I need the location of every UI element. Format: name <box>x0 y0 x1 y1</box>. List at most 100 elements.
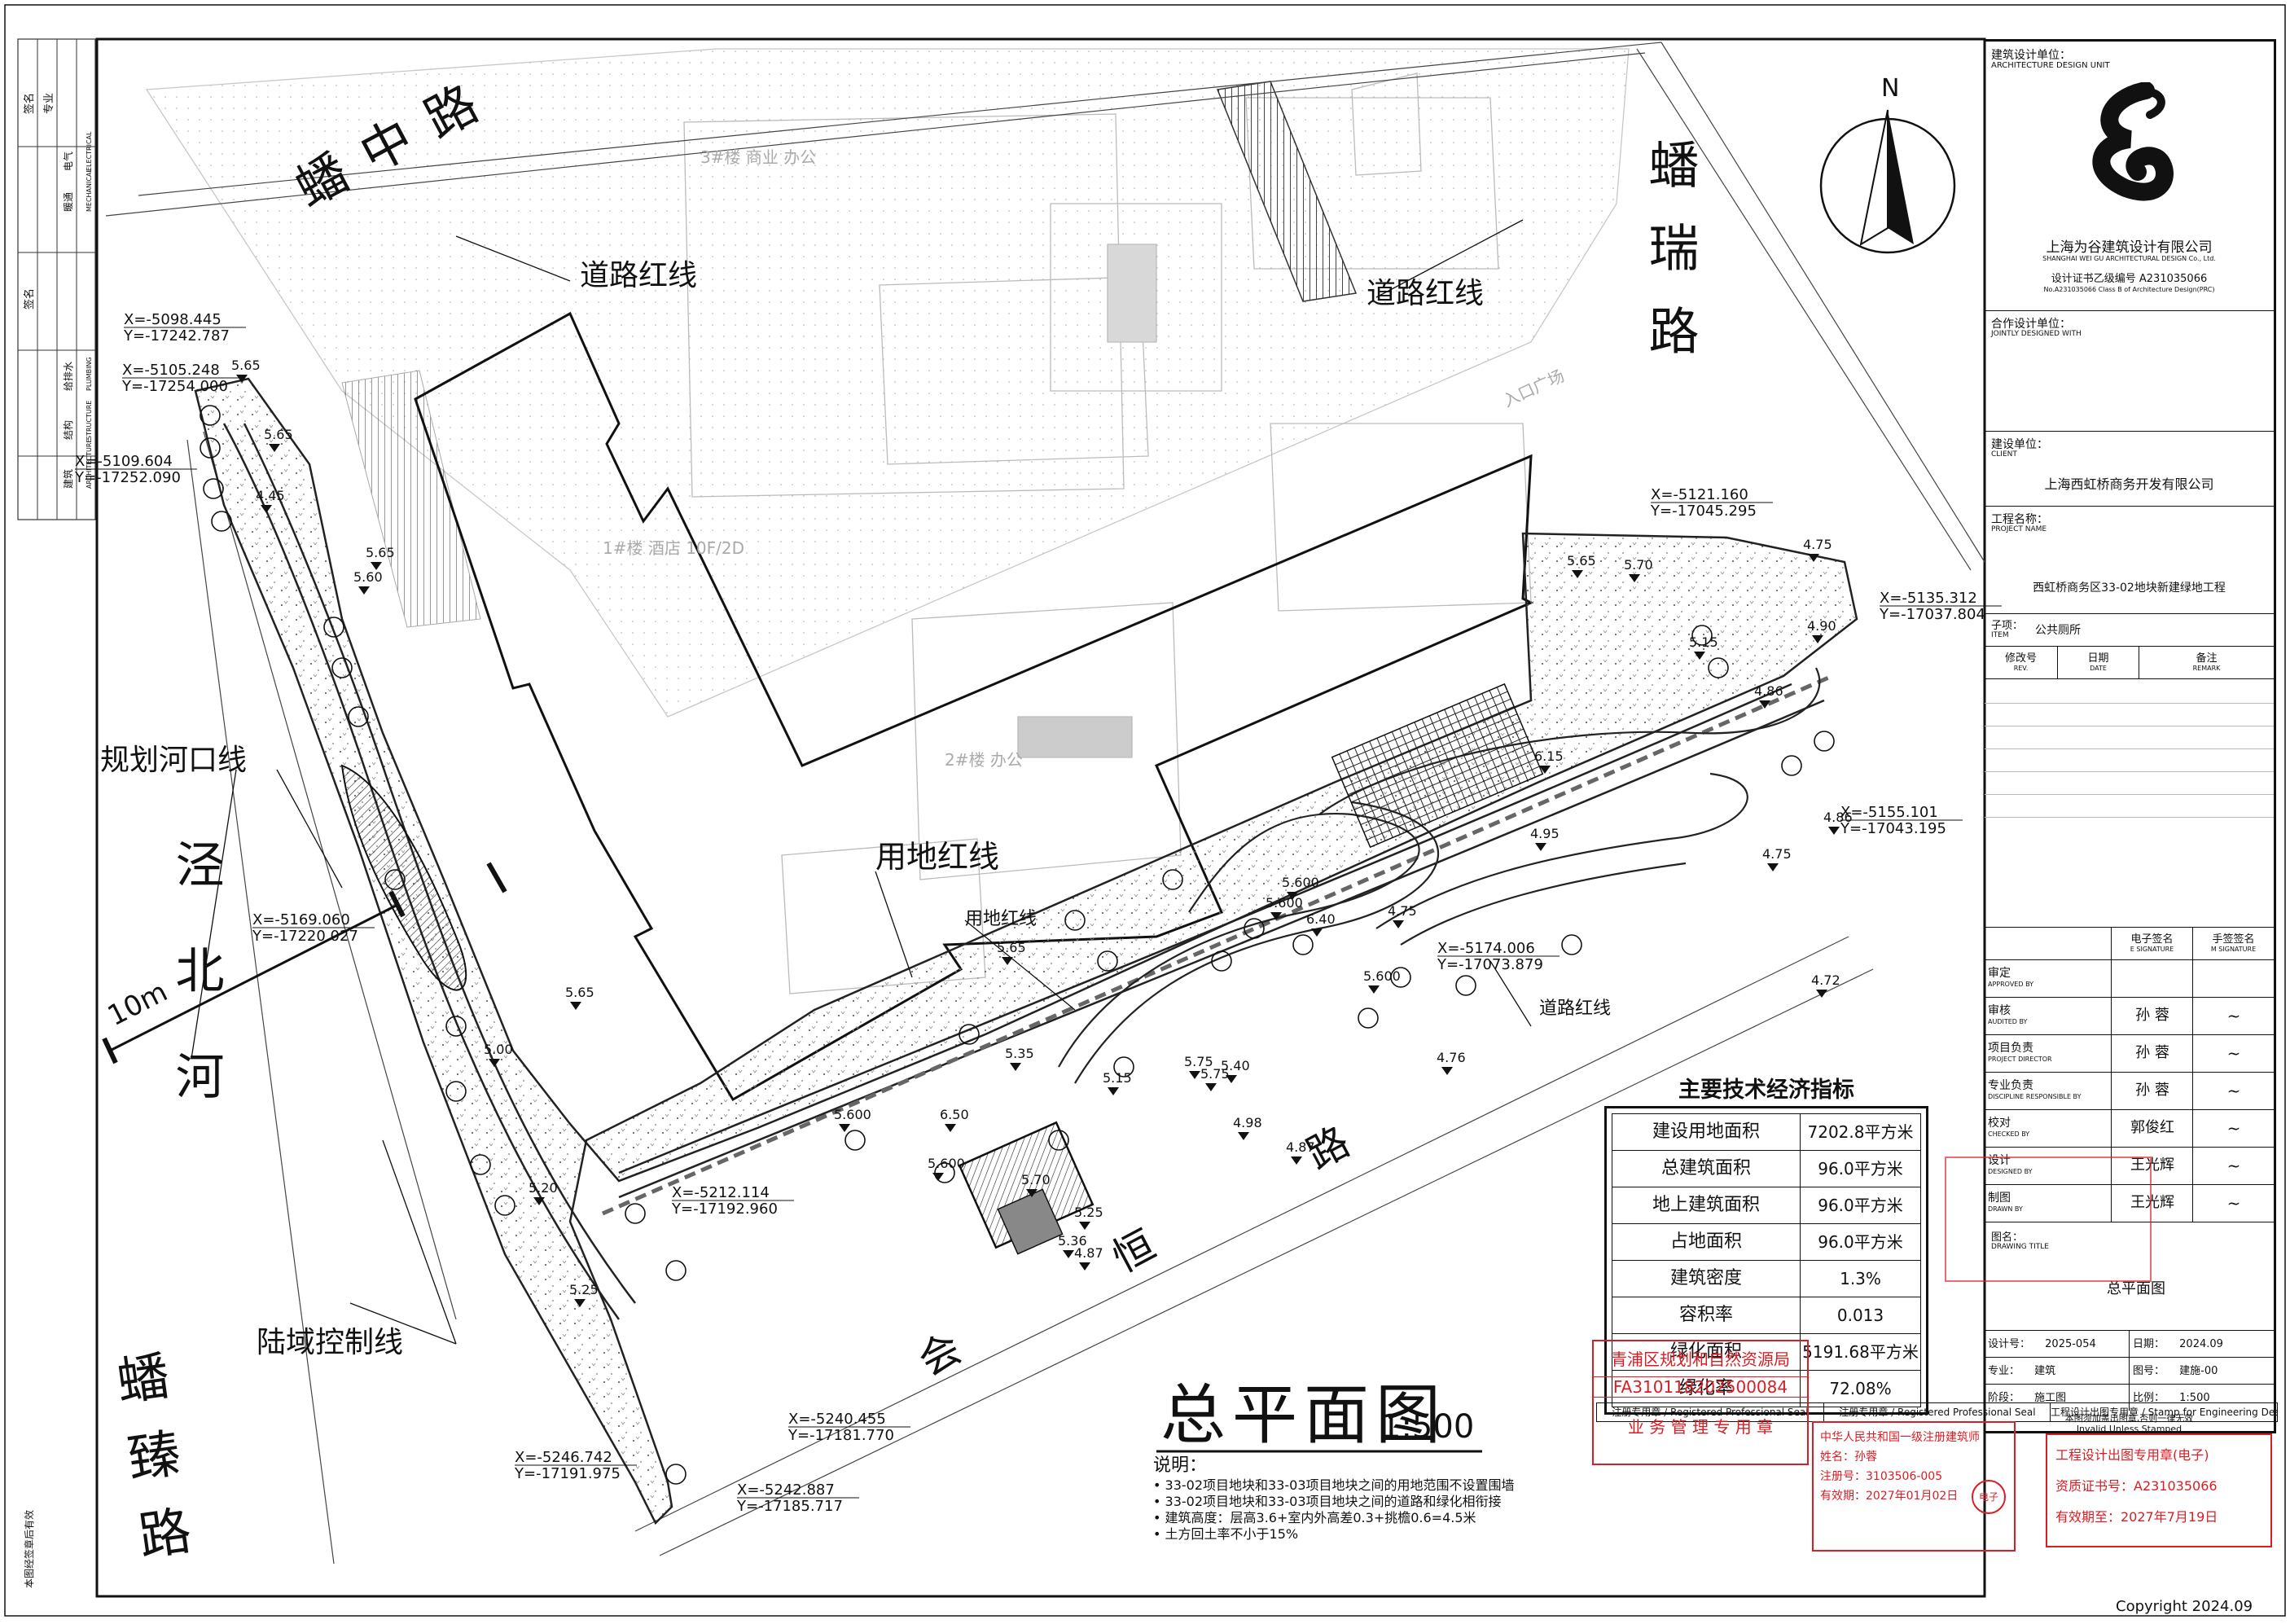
design-unit-section: 建筑设计单位： ARCHITECTURE DESIGN UNIT 上海为谷建筑设… <box>1985 42 2274 311</box>
elevation-triangle <box>945 1124 956 1132</box>
strip-specialty-label: 专业 <box>43 93 55 114</box>
role-name: 王光辉 <box>2111 1184 2193 1222</box>
elevation-triangle <box>574 1299 586 1307</box>
bureau-stamp: 青浦区规划和自然资源局 FA310118202500084 业 务 管 理 专 … <box>1592 1340 1809 1465</box>
elevation-value: 4.86 <box>1823 810 1853 825</box>
strip-specialty: 暖通 <box>63 192 74 212</box>
hand-signature: ~ <box>2192 997 2275 1034</box>
project-section: 工程名称： PROJECT NAME 西虹桥商务区33-02地块新建绿地工程 <box>1985 506 2274 614</box>
hand-signature: ~ <box>2192 1147 2275 1184</box>
elevation-triangle <box>489 1059 500 1067</box>
info-cell: 专业： 建筑 <box>1985 1357 2130 1384</box>
elevation-triangle <box>1816 990 1827 998</box>
revision-line <box>1985 703 2274 704</box>
river-width-marker <box>102 862 507 1064</box>
drawing-scale: 1:500 <box>1380 1408 1474 1446</box>
coord-x: X=-5109.604 <box>75 453 173 470</box>
elevation-triangle <box>1291 1157 1302 1165</box>
elevation-triangle <box>1694 652 1705 660</box>
coord-y: Y=-17045.295 <box>1650 503 1757 520</box>
coord-y: Y=-17191.975 <box>514 1465 621 1482</box>
building-outlines <box>414 311 1534 1102</box>
drawing-title-block: 总平面图 1:500 <box>1156 1377 1482 1453</box>
elevation-value: 5.65 <box>264 427 293 442</box>
tree <box>959 1024 980 1045</box>
elevation-value: 5.75 <box>1184 1054 1213 1069</box>
note-item: • 土方回土率不小于15% <box>1153 1526 1299 1542</box>
indicator-table-title: 主要技术经济指标 <box>1678 1078 1854 1103</box>
strip-signature-label: 签名 <box>23 93 36 114</box>
elevation-value: 5.75 <box>1200 1066 1230 1082</box>
client-en: CLIENT <box>1991 450 2017 459</box>
coord-y: Y=-17181.770 <box>787 1427 894 1444</box>
elevation-value: 5.20 <box>529 1180 558 1196</box>
tree <box>1048 1130 1069 1151</box>
invalid-en: Invalid Unless Stamped <box>2076 1424 2183 1434</box>
faded-red-stamp <box>1945 1157 2152 1282</box>
cert-number-en: No.A231035066 Class B of Architecture De… <box>2043 286 2215 293</box>
coord-y: Y=-17037.804 <box>1879 606 1985 623</box>
note-item: • 建筑高度：层高3.6+室内外高差0.3+挑檐0.6=4.5米 <box>1153 1510 1476 1525</box>
tree <box>1064 910 1086 931</box>
coord-x: X=-5098.445 <box>124 311 222 328</box>
info-cell: 设计号： 2025-054 <box>1985 1330 2130 1357</box>
tree <box>200 405 221 426</box>
role-name: 孙 蓉 <box>2111 1034 2193 1072</box>
elevation-value: 5.15 <box>1103 1070 1132 1086</box>
elevation-value: 4.87 <box>1074 1245 1103 1261</box>
coord-x: X=-5135.312 <box>1880 590 1977 607</box>
elevation-markers: 5.655.655.604.455.655.005.205.255.655.60… <box>231 358 1853 1307</box>
coord-y: Y=-17220.027 <box>252 928 358 945</box>
tree <box>445 1016 467 1037</box>
coord-x: X=-5212.114 <box>672 1184 770 1201</box>
client-name: 上海西虹桥商务开发有限公司 <box>2044 476 2214 492</box>
elevation-value: 4.72 <box>1811 972 1840 988</box>
tree <box>1390 967 1411 988</box>
elevation-triangle <box>1002 957 1013 965</box>
tree <box>665 1260 687 1281</box>
coord-x: X=-5246.742 <box>515 1449 612 1466</box>
elevation-value: 5.25 <box>1074 1205 1103 1220</box>
elevation-value: 4.98 <box>1233 1115 1262 1130</box>
elevation-value: 5.600 <box>928 1156 965 1171</box>
indicator-name: 绿化面积 <box>1612 1334 1801 1370</box>
design-unit-en: ARCHITECTURE DESIGN UNIT <box>1991 61 2110 70</box>
project-name: 西虹桥商务区33-02地块新建绿地工程 <box>2033 582 2226 595</box>
site-redline-label-small: 用地红线 <box>965 909 1037 929</box>
client-section: 建设单位： CLIENT 上海西虹桥商务开发有限公司 <box>1985 431 2274 507</box>
elevation-value: 5.65 <box>997 940 1026 955</box>
tree <box>200 437 221 459</box>
tree <box>470 1154 491 1175</box>
context-buildings <box>145 48 1630 994</box>
elevation-value: 6.40 <box>1306 911 1336 927</box>
striped-roof <box>1216 81 1358 302</box>
strip-specialty-en: ELECTRICAL <box>86 131 93 171</box>
strip-specialty-en: MECHANICAL <box>86 169 93 212</box>
drawing-title-en: DRAWING TITLE <box>1991 1243 2049 1251</box>
company-logo <box>2092 82 2174 201</box>
indicator-value: 96.0平方米 <box>1818 1232 1903 1252</box>
elevation-triangle <box>1828 827 1840 835</box>
coordinate-labels: X=-5098.445Y=-17242.787X=-5105.248Y=-172… <box>74 311 2002 1515</box>
north-arrow: N <box>1819 74 1956 254</box>
office-label: 2#楼 办公 <box>945 750 1023 770</box>
notes-list: • 33-02项目地块和33-03项目地块之间的用地范围不设置围墙• 33-02… <box>1153 1477 1593 1543</box>
coord-y: Y=-17252.090 <box>74 469 181 486</box>
indicator-value: 72.08% <box>1829 1379 1892 1398</box>
sub-en: ITEM <box>1991 631 2009 639</box>
tree <box>203 478 224 499</box>
elevation-triangle <box>1287 892 1298 900</box>
road-redline-label-1: 道路红线 <box>580 259 697 292</box>
